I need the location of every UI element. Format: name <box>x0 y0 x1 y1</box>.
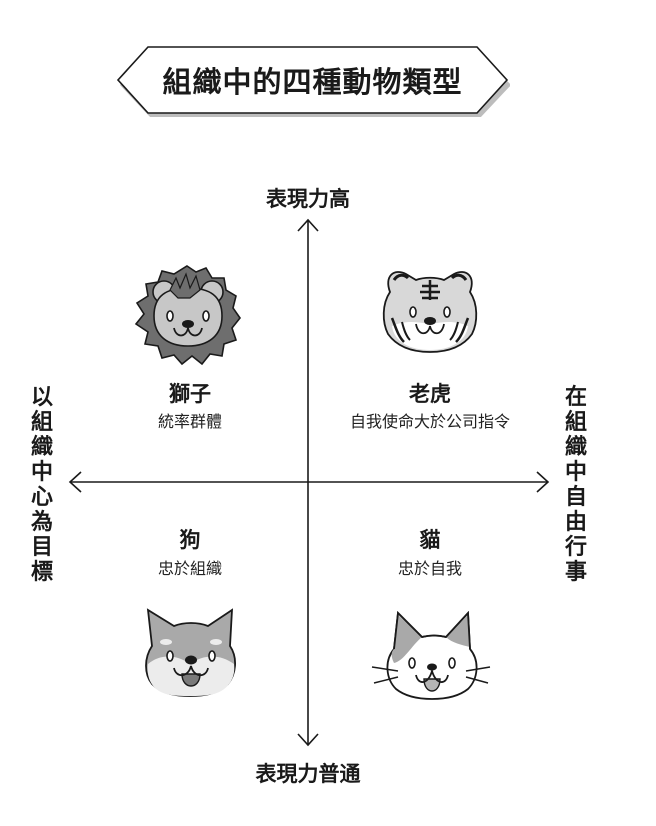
diagram-title: 組織中的四種動物類型 <box>162 65 463 99</box>
lion-icon <box>130 258 245 370</box>
animal-desc-lion: 統率群體 <box>157 412 222 431</box>
axis-label-right: 在組織中自由行事 <box>564 385 587 585</box>
animal-desc-tiger: 自我使命大於公司指令 <box>349 412 510 431</box>
dog-icon <box>138 602 243 701</box>
animal-desc-cat: 忠於自我 <box>397 559 462 578</box>
banner-shape <box>116 46 510 117</box>
tiger-icon <box>376 262 484 358</box>
axis-label-left: 以組織中心為目標 <box>30 385 53 585</box>
animal-desc-dog: 忠於組織 <box>157 559 222 578</box>
cat-icon <box>368 605 493 704</box>
animal-name-tiger: 老虎 <box>409 382 451 406</box>
animal-name-cat: 貓 <box>419 528 441 552</box>
animal-name-dog: 狗 <box>179 528 201 552</box>
animal-name-lion: 獅子 <box>169 382 211 406</box>
title-banner: 組織中的四種動物類型 <box>115 45 510 117</box>
axis-label-bottom: 表現力普通 <box>255 762 361 786</box>
axis-label-top: 表現力高 <box>266 187 350 211</box>
